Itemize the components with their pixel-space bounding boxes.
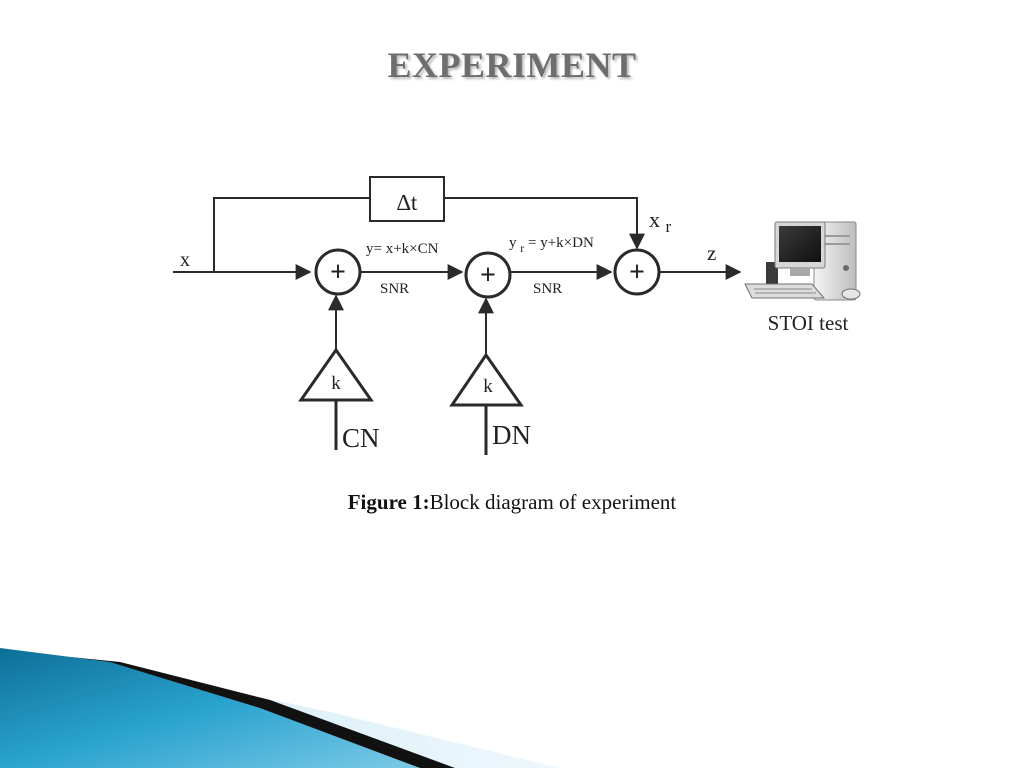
delay-block <box>369 176 445 222</box>
figure-caption: Figure 1:Block diagram of experiment <box>0 490 1024 515</box>
equation-2: y r = y+k×DN <box>509 235 594 256</box>
delay-label: ∆t <box>397 190 418 215</box>
reference-subscript: r <box>666 217 672 236</box>
equation-2-lhs: y <box>509 235 517 251</box>
slide-title: EXPERIMENT <box>387 45 637 85</box>
summer-2 <box>464 251 512 299</box>
delay-branch-line <box>213 197 370 272</box>
noise-2-label: DN <box>492 420 531 450</box>
equation-2-rhs: = y+k×DN <box>528 235 594 251</box>
caption-text: Block diagram of experiment <box>429 490 677 514</box>
summer-2-plus: + <box>480 260 496 291</box>
noise-1-label: CN <box>342 423 380 453</box>
summer-1-plus: + <box>330 257 346 288</box>
equation-1: y= x+k×CN <box>366 241 439 257</box>
gain-1-triangle <box>298 347 374 402</box>
equation-2-sub: r <box>520 241 524 255</box>
gain-2-triangle <box>449 352 524 407</box>
snr-2: SNR <box>533 281 562 297</box>
gain-1-label: k <box>331 373 341 394</box>
summer-3-plus: + <box>629 257 645 288</box>
blue-swoosh <box>0 648 420 768</box>
output-label: z <box>707 241 716 265</box>
reference-label: x r <box>649 207 672 236</box>
snr-1: SNR <box>380 281 409 297</box>
computer-icon <box>744 221 861 301</box>
reference-line <box>444 197 645 250</box>
computer-label: STOI test <box>768 311 849 335</box>
caption-label: Figure 1: <box>347 490 430 514</box>
gain-2-label: k <box>483 376 493 397</box>
input-label: x <box>180 249 190 271</box>
